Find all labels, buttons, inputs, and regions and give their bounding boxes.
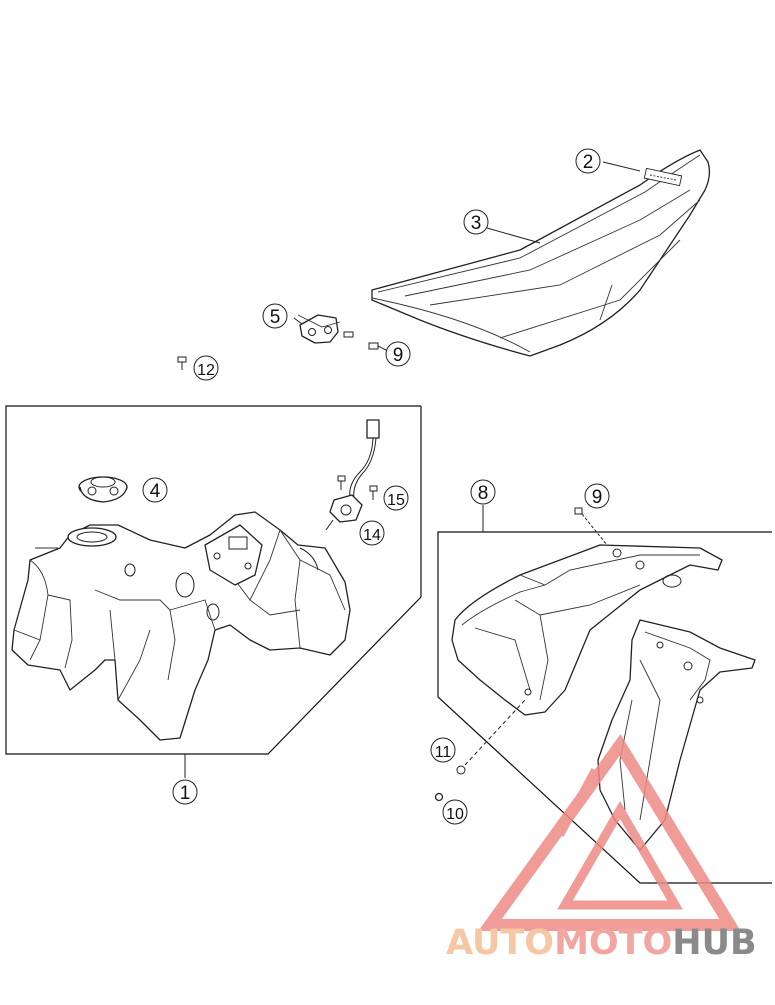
callout-label: 5	[270, 307, 281, 328]
callout-label: 4	[150, 481, 161, 502]
callout-10[interactable]: 10	[442, 799, 468, 825]
side-cover-icon[interactable]	[451, 544, 723, 716]
callout-1[interactable]: 1	[172, 779, 198, 805]
callout-8[interactable]: 8	[470, 479, 496, 505]
callout-label: 1	[180, 783, 191, 804]
svg-text:AUTOMOTOHUB: AUTOMOTOHUB	[446, 923, 757, 963]
tank-cap-icon[interactable]	[78, 476, 128, 503]
callout-12[interactable]: 12	[193, 355, 219, 381]
callout-label: 8	[478, 483, 489, 504]
tank-group-frame	[5, 405, 422, 755]
callout-15[interactable]: 15	[383, 485, 409, 511]
callout-label: 9	[393, 345, 404, 366]
watermark-text: AUTOMOTOHUB	[446, 923, 757, 963]
callout-label: 14	[363, 527, 381, 544]
watermark-hub: HUB	[672, 923, 756, 963]
callout-9[interactable]: 9	[584, 483, 610, 509]
fuel-tank-icon[interactable]	[11, 511, 351, 741]
seat-icon[interactable]	[371, 149, 711, 357]
callout-label: 11	[435, 744, 452, 761]
callout-9[interactable]: 9	[385, 341, 411, 367]
callout-label: 3	[471, 213, 482, 234]
callout-label: 15	[387, 492, 405, 509]
screw-icon[interactable]	[177, 356, 187, 370]
callout-5[interactable]: 5	[262, 303, 288, 329]
screw-icon[interactable]	[337, 475, 378, 500]
seat-bracket-icon[interactable]	[293, 314, 354, 344]
callout-label: 12	[197, 362, 215, 379]
callout-label: 9	[592, 487, 603, 508]
screw-icon[interactable]	[368, 342, 387, 351]
watermark-moto: MOTO	[554, 923, 672, 963]
side-cover-group-frame	[437, 531, 772, 884]
callout-label: 10	[446, 806, 464, 823]
fuel-sensor-icon[interactable]	[325, 419, 380, 531]
screw-icon[interactable]	[456, 699, 526, 775]
watermark-auto: AUTO	[446, 923, 554, 963]
callout-11[interactable]: 11	[430, 737, 456, 763]
callout-2[interactable]: 2	[575, 148, 601, 174]
watermark-logo	[478, 734, 741, 931]
callout-3[interactable]: 3	[463, 209, 489, 235]
callout-4[interactable]: 4	[142, 477, 168, 503]
callout-14[interactable]: 14	[359, 520, 385, 546]
screw-icon[interactable]	[574, 507, 608, 546]
screw-icon[interactable]	[434, 792, 444, 802]
callout-label: 2	[583, 152, 594, 173]
